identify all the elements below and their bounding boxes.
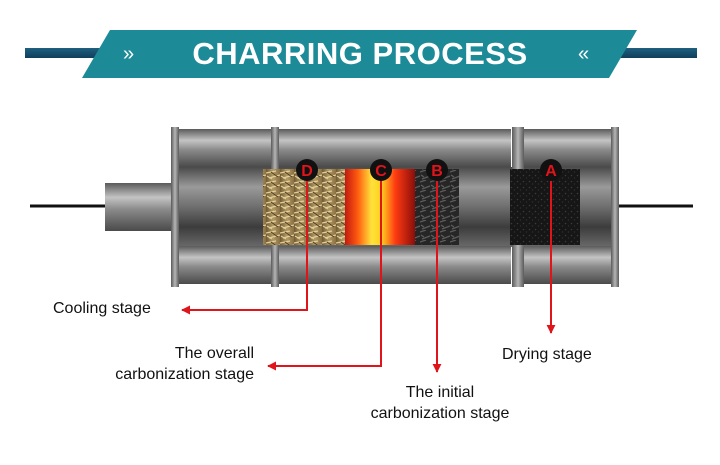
initial-stage-line-1: The initial	[405, 384, 475, 401]
marker-c: C	[370, 159, 392, 181]
overall-stage-line-2: carbonization stage	[115, 366, 254, 383]
marker-a: A	[540, 159, 562, 181]
flange-3	[524, 129, 616, 167]
left-cap-cylinder	[105, 183, 177, 231]
chevron-right-icon: »	[123, 43, 135, 65]
drying-stage-label: Drying stage	[502, 346, 592, 363]
marker-a-letter: A	[545, 163, 557, 180]
flange-3-bottom	[524, 246, 616, 284]
marker-b: B	[426, 159, 448, 181]
marker-b-letter: B	[431, 163, 443, 180]
title-banner	[82, 30, 637, 78]
flange-2-bottom	[279, 246, 511, 284]
cooling-stage-label: Cooling stage	[53, 300, 151, 317]
raw-powder-zone	[510, 169, 580, 245]
cooled-char-zone	[263, 169, 345, 245]
arrow-c	[267, 170, 382, 371]
initial-stage-label: The initial carbonization stage	[350, 382, 530, 424]
banner-line-left	[25, 48, 140, 58]
marker-d: D	[296, 159, 318, 181]
banner-line-right	[585, 48, 697, 58]
flange-2	[279, 129, 511, 167]
chevron-left-icon: «	[578, 43, 590, 65]
flange-1-bottom	[174, 246, 272, 284]
flange-1	[174, 129, 272, 167]
page-title: CHARRING PROCESS	[192, 36, 528, 71]
initial-stage-line-2: carbonization stage	[370, 405, 510, 422]
marker-d-letter: D	[301, 163, 313, 180]
overall-stage-label: The overall carbonization stage	[80, 343, 254, 385]
arrow-d	[181, 170, 308, 315]
marker-c-letter: C	[375, 163, 387, 180]
overall-stage-line-1: The overall	[174, 345, 254, 362]
